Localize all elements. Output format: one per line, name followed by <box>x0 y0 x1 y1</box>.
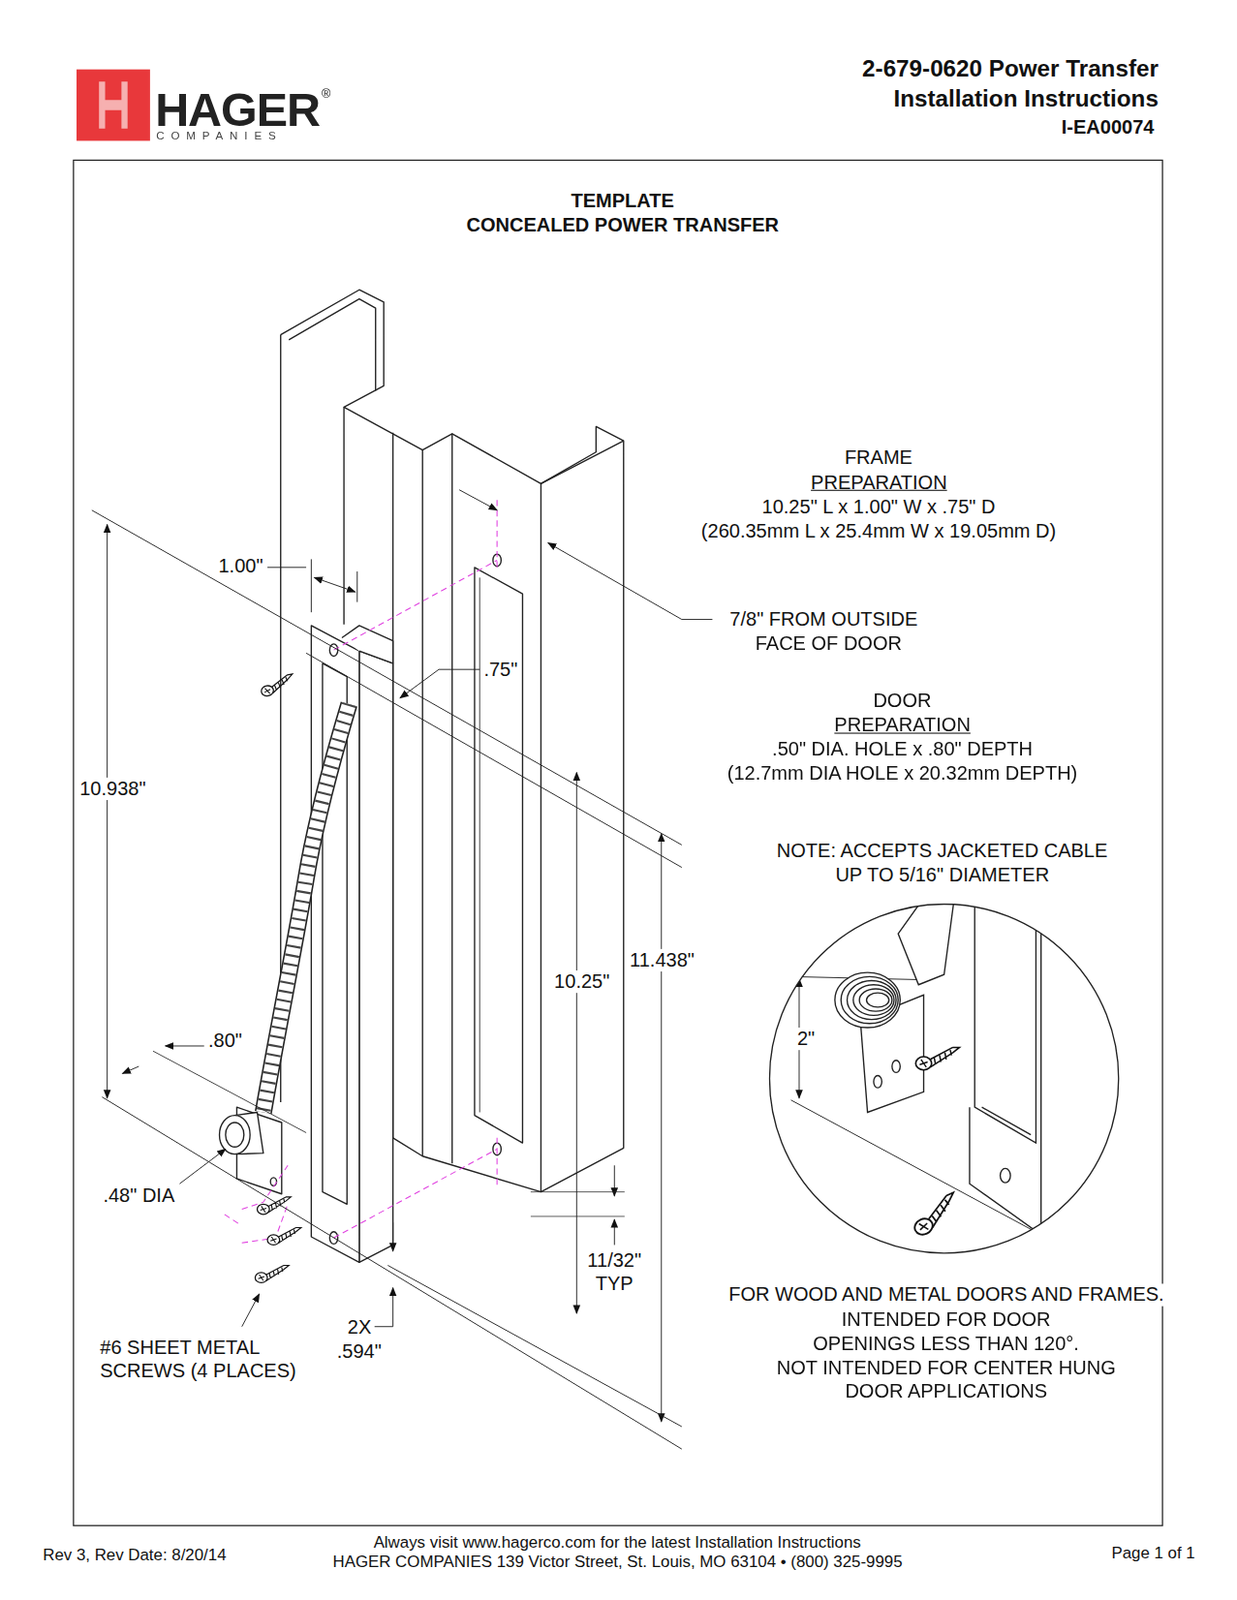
logo-subtext: COMPANIES <box>154 128 285 142</box>
label-text: .80" <box>206 1029 245 1052</box>
label-text: TYP <box>593 1272 636 1296</box>
logo-mark: ® <box>319 88 334 103</box>
label-text: INTENDED FOR DOOR <box>839 1308 1053 1331</box>
document-number: I-EA00074 <box>1059 116 1157 139</box>
label-text: Page 1 of 1 <box>1109 1544 1197 1563</box>
label-text: (12.7mm DIA HOLE x 20.32mm DEPTH) <box>725 762 1081 785</box>
label-text: PREPARATION <box>832 714 973 738</box>
label-text: 1.00" <box>216 555 265 578</box>
label-text: PREPARATION <box>808 471 950 495</box>
label-text: .594" <box>335 1340 384 1363</box>
label-text: 10.25" <box>552 970 612 993</box>
label-text: SCREWS (4 PLACES) <box>97 1360 299 1383</box>
label-text: FACE OF DOOR <box>753 632 904 655</box>
label-text: DOOR <box>870 689 933 712</box>
detail-circle: 2" <box>768 902 1119 1254</box>
circle-outline <box>769 904 1118 1254</box>
label-text: FRAME <box>842 446 915 469</box>
label-text: Always visit www.hagerco.com for the lat… <box>371 1534 864 1553</box>
section-heading: TEMPLATE <box>568 189 677 213</box>
section-heading: CONCEALED POWER TRANSFER <box>463 214 781 237</box>
label-text: 10.25" L x 1.00" W x .75" D <box>759 495 997 519</box>
label-text: Rev 3, Rev Date: 8/20/14 <box>40 1546 229 1565</box>
label-text: (260.35mm L x 25.4mm W x 19.05mm D) <box>699 520 1059 543</box>
label-text: OPENINGS LESS THAN 120°. <box>810 1332 1082 1356</box>
logo-text: HAGER <box>153 82 322 137</box>
label-text: FOR WOOD AND METAL DOORS AND FRAMES. <box>726 1283 1167 1306</box>
circle-outline <box>768 902 1119 1254</box>
label-text: UP TO 5/16" DIAMETER <box>833 864 1052 887</box>
label-text: 7/8" FROM OUTSIDE <box>727 608 920 631</box>
label-text: DOOR APPLICATIONS <box>842 1381 1050 1404</box>
label-text: 10.938" <box>77 777 149 801</box>
document-title: 2-679-0620 Power Transfer Installation I… <box>778 54 1161 114</box>
label-text: 11.438" <box>627 949 697 972</box>
label-text: .48" DIA <box>100 1184 177 1207</box>
label-text: NOT INTENDED FOR CENTER HUNG <box>774 1357 1118 1380</box>
label-text: HAGER COMPANIES 139 Victor Street, St. L… <box>330 1553 904 1573</box>
label-text: NOTE: ACCEPTS JACKETED CABLE <box>774 839 1111 863</box>
label-text: .50" DIA. HOLE x .80" DEPTH <box>770 738 1035 761</box>
label-text: .75" <box>481 658 520 681</box>
dimension-label: 2" <box>795 1027 817 1051</box>
label-text: 11/32" <box>585 1249 644 1272</box>
label-text: 2X <box>345 1316 374 1339</box>
label-text: #6 SHEET METAL <box>97 1336 262 1360</box>
